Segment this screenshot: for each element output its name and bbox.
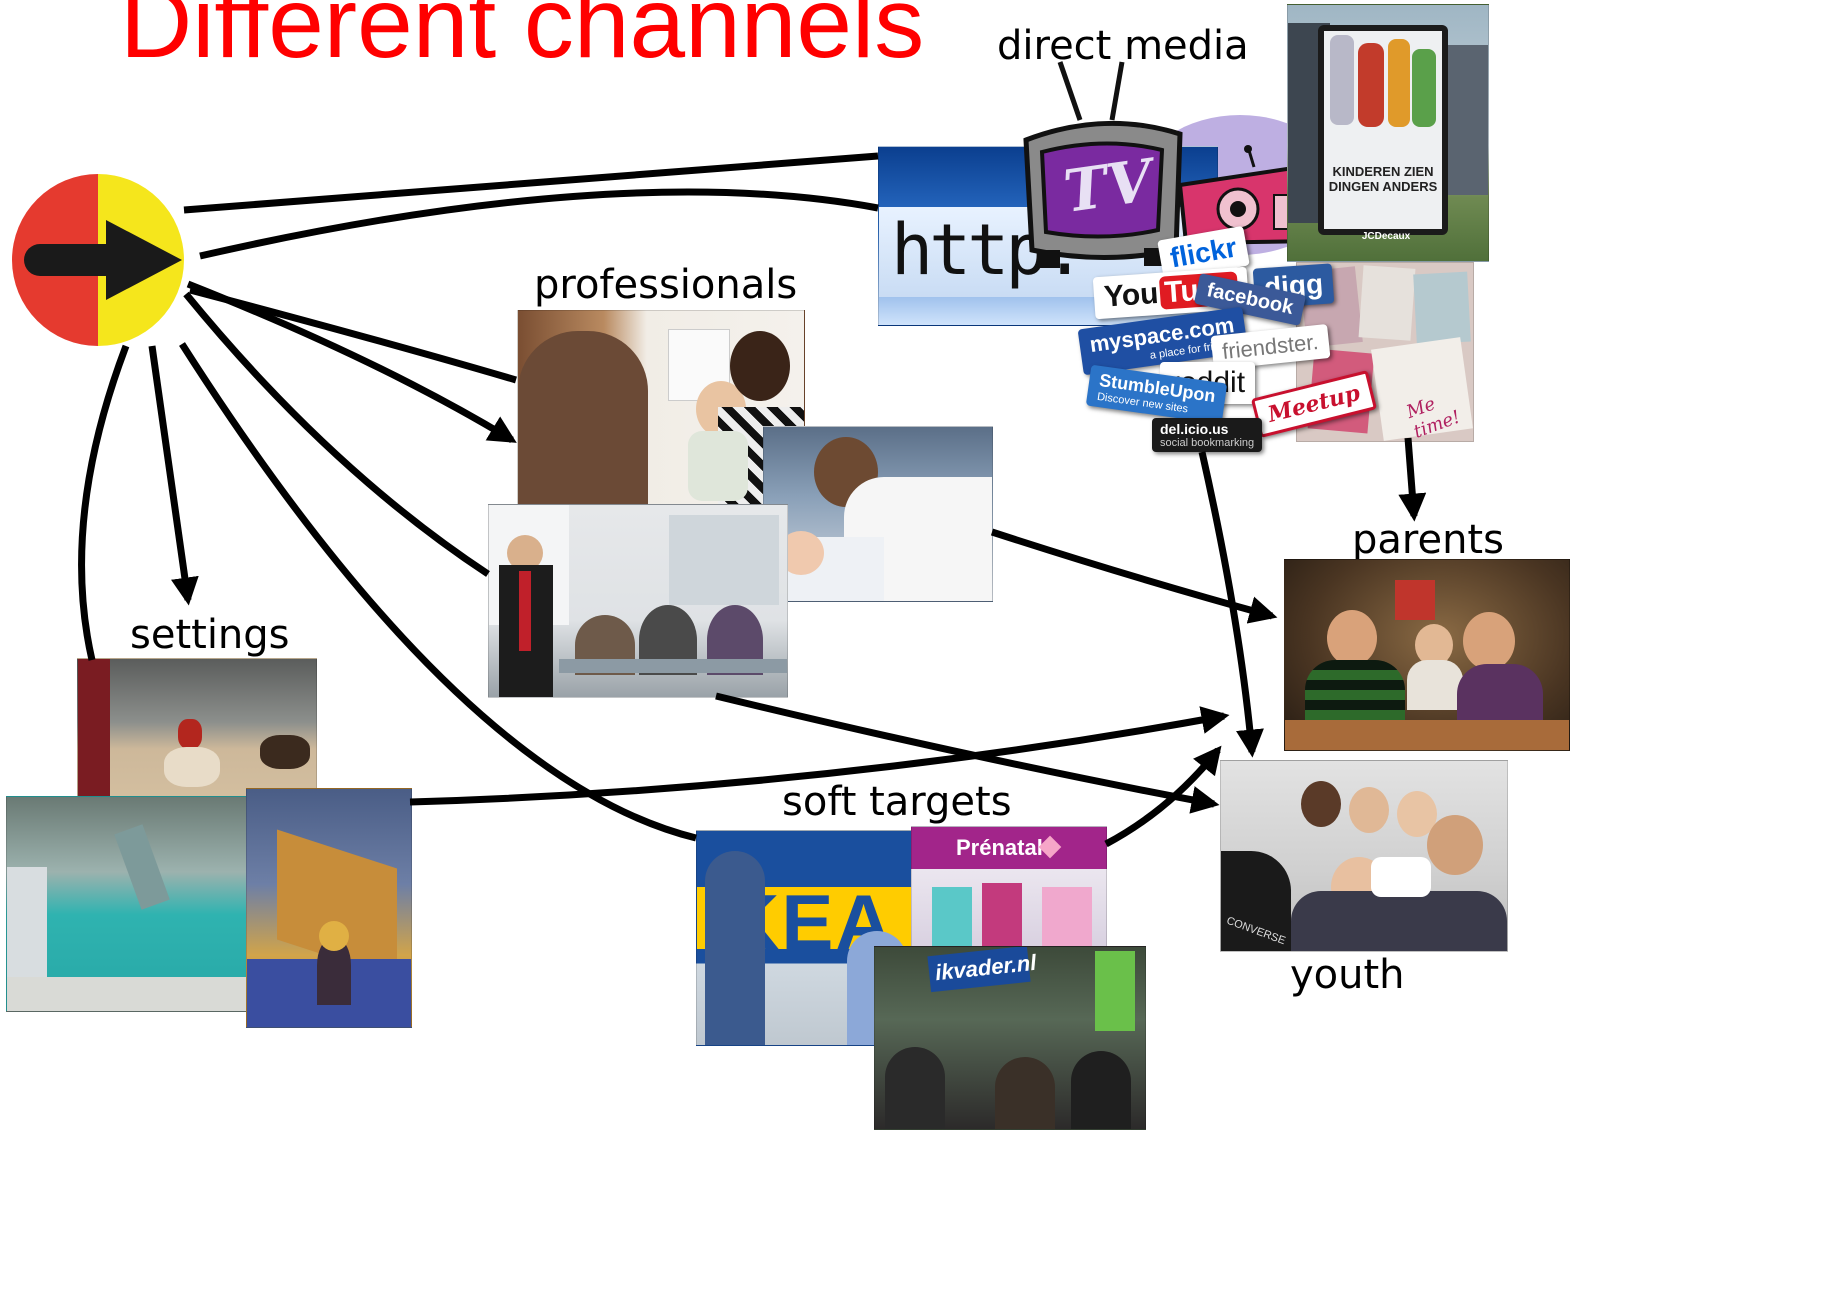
arrow-soft-targets-to-youth <box>1104 745 1222 848</box>
badge-delicious: del.icio.us social bookmarking <box>1152 418 1263 452</box>
photo-indoor-playground <box>246 788 412 1028</box>
photo-swimming-pool <box>6 796 252 1012</box>
arrow-to-settings <box>148 345 199 606</box>
arrow-to-professionals <box>186 280 517 443</box>
arrow-to-direct-media-top <box>183 152 879 214</box>
photo-prenatal: Prénatal <box>911 826 1107 952</box>
arrow-to-professionals-line <box>189 286 517 384</box>
photo-billboard: KINDEREN ZIEN DINGEN ANDERS JCDecaux <box>1287 4 1489 262</box>
photo-youth: CONVERSE <box>1220 760 1508 952</box>
arrow-magazines-to-parents <box>1398 437 1427 522</box>
arrow-to-classroom <box>183 291 490 577</box>
photo-ikea: KEA <box>696 830 916 1046</box>
billboard-line1: KINDEREN ZIEN <box>1332 164 1434 179</box>
label-professionals: professionals <box>534 262 798 308</box>
label-soft-targets: soft targets <box>782 779 1012 825</box>
delicious-tagline: social bookmarking <box>1160 437 1255 449</box>
label-direct-media: direct media <box>997 23 1249 69</box>
arrow-to-settings-left <box>78 344 130 661</box>
photo-doctor-child <box>517 310 805 518</box>
photo-parents <box>1284 559 1570 751</box>
youtube-you: You <box>1102 276 1160 314</box>
photo-nurse-baby <box>763 426 993 602</box>
delicious-text: del.icio.us <box>1160 421 1229 437</box>
tv-icon: TV <box>1020 60 1188 275</box>
tv-screen-text: TV <box>1059 146 1157 226</box>
label-youth: youth <box>1290 952 1405 998</box>
photo-ikvader-fair: ikvader.nl <box>874 946 1146 1130</box>
slide-title: Different channels <box>120 0 925 79</box>
prenatal-text: Prénatal <box>956 835 1043 860</box>
billboard-line2: DINGEN ANDERS <box>1328 179 1438 194</box>
right-arrow-circle-icon <box>10 172 186 348</box>
arrow-professionals-to-parents <box>990 528 1278 624</box>
label-settings: settings <box>130 612 290 658</box>
billboard-brand: JCDecaux <box>1361 231 1411 242</box>
arrow-media-to-youth <box>1198 451 1264 758</box>
arrow-to-direct-media-bottom <box>199 188 879 260</box>
photo-classroom <box>488 504 788 698</box>
label-parents: parents <box>1352 517 1504 563</box>
